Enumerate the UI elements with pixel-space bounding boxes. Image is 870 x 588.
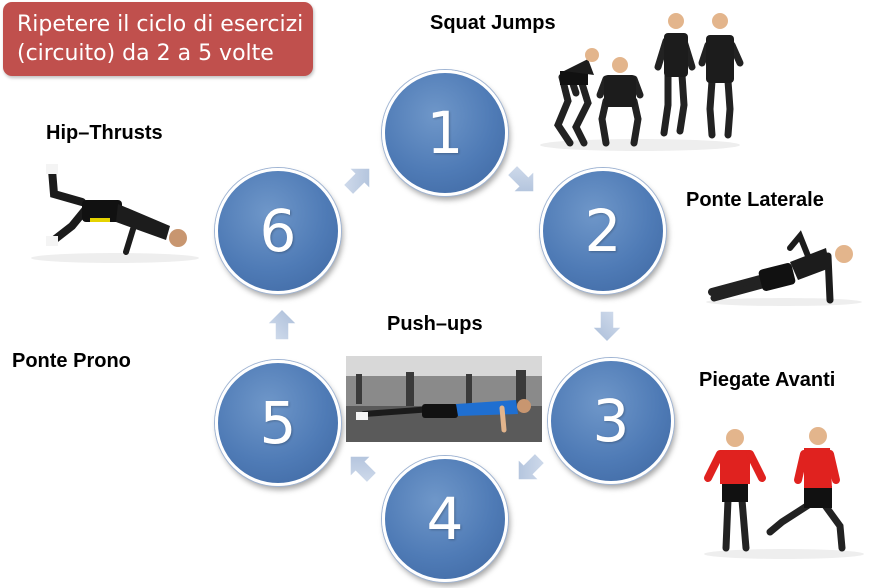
step-4-number: 4: [426, 485, 464, 553]
step-3-number: 3: [592, 387, 630, 455]
label-hip-thrusts: Hip–Thrusts: [46, 122, 163, 144]
label-piegate-avanti: Piegate Avanti: [699, 369, 836, 391]
label-ponte-laterale: Ponte Laterale: [686, 189, 824, 211]
step-1-number: 1: [426, 99, 464, 167]
step-6-number: 6: [259, 197, 297, 265]
squat-jumps-photo: [540, 13, 744, 151]
step-4-circle: 4: [382, 456, 508, 582]
push-ups-photo: [346, 356, 542, 442]
step-1-circle: 1: [382, 70, 508, 196]
arrow-2-to-3-icon: [591, 310, 623, 343]
hip-thrusts-photo: [31, 164, 199, 263]
arrow-6-to-1-icon: [336, 156, 382, 202]
step-2-number: 2: [584, 197, 622, 265]
step-5-circle: 5: [215, 360, 341, 486]
label-squat-jumps: Squat Jumps: [430, 12, 556, 34]
step-2-circle: 2: [540, 168, 666, 294]
circuit-instruction-note: Ripetere il ciclo di esercizi (circuito)…: [3, 2, 313, 76]
note-line-1: Ripetere il ciclo di esercizi: [17, 12, 304, 37]
step-3-circle: 3: [548, 358, 674, 484]
step-6-circle: 6: [215, 168, 341, 294]
arrow-4-to-5-icon: [338, 444, 384, 490]
step-5-number: 5: [259, 389, 297, 457]
ponte-laterale-photo: [706, 230, 862, 306]
piegate-avanti-photo: [704, 427, 864, 559]
note-line-2: (circuito) da 2 a 5 volte: [17, 41, 274, 66]
label-ponte-prono: Ponte Prono: [12, 350, 131, 372]
label-push-ups: Push–ups: [387, 313, 483, 335]
arrow-3-to-4-icon: [506, 446, 552, 492]
arrow-1-to-2-icon: [500, 158, 546, 204]
arrow-5-to-6-icon: [266, 308, 298, 341]
